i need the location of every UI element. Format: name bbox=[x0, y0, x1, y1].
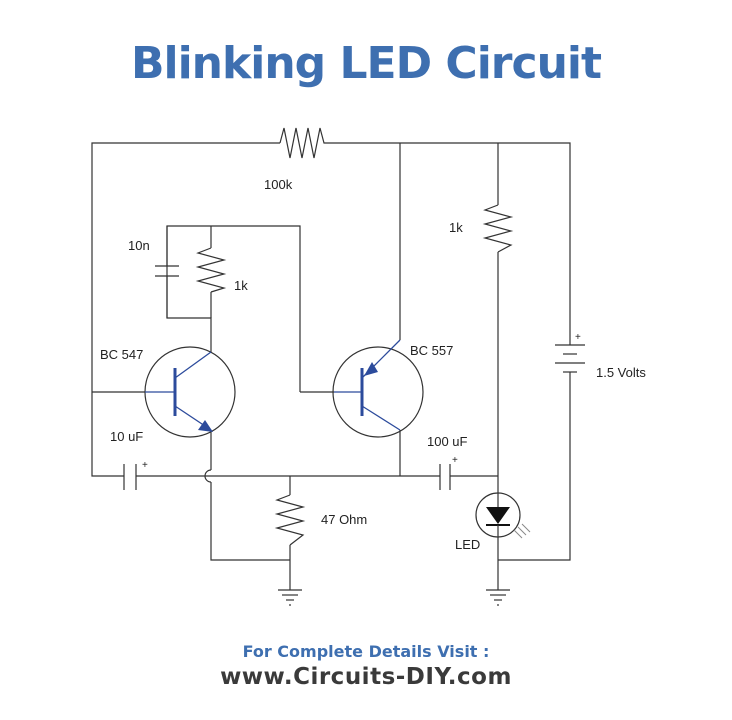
label-10uf-plus: + bbox=[142, 460, 148, 471]
capacitor-10uf bbox=[123, 464, 137, 490]
wire-inner-loop bbox=[166, 225, 301, 392]
resistor-47-ohm bbox=[274, 494, 306, 546]
resistor-100k bbox=[279, 127, 328, 159]
wire-top-left bbox=[91, 142, 280, 392]
label-10n: 10n bbox=[128, 238, 150, 253]
capacitor-10n bbox=[155, 265, 179, 277]
battery-symbol bbox=[555, 344, 585, 380]
led-symbol bbox=[475, 492, 531, 539]
wire-top-right bbox=[328, 142, 571, 345]
wire-battery-bottom bbox=[498, 380, 571, 561]
label-battery: 1.5 Volts bbox=[596, 365, 646, 380]
footer-visit-text: For Complete Details Visit : bbox=[242, 642, 490, 661]
label-bc557: BC 557 bbox=[410, 343, 453, 358]
label-10uf: 10 uF bbox=[110, 429, 143, 444]
footer-website-url[interactable]: www.Circuits-DIY.com bbox=[220, 664, 512, 690]
wire-q1-emitter-to-ground bbox=[210, 482, 290, 561]
label-100uf: 100 uF bbox=[427, 434, 468, 449]
resistor-1k-left bbox=[195, 247, 227, 293]
label-100uf-plus: + bbox=[452, 455, 458, 466]
label-bc547: BC 547 bbox=[100, 347, 143, 362]
wires bbox=[91, 142, 571, 590]
wire-bottom-left bbox=[91, 392, 124, 477]
label-battery-plus: + bbox=[575, 332, 581, 343]
label-1k-left: 1k bbox=[234, 278, 248, 293]
resistor-1k-right bbox=[482, 204, 514, 253]
label-100k: 100k bbox=[264, 177, 293, 192]
label-47-ohm: 47 Ohm bbox=[321, 512, 367, 527]
ground-symbol-right bbox=[486, 589, 510, 606]
label-1k-right: 1k bbox=[449, 220, 463, 235]
diagram-title: Blinking LED Circuit bbox=[130, 38, 602, 89]
capacitor-100uf bbox=[439, 464, 451, 490]
label-led: LED bbox=[455, 537, 480, 552]
transistor-bc557 bbox=[332, 339, 424, 438]
transistor-bc547 bbox=[144, 346, 236, 438]
ground-symbol-left bbox=[278, 589, 302, 606]
